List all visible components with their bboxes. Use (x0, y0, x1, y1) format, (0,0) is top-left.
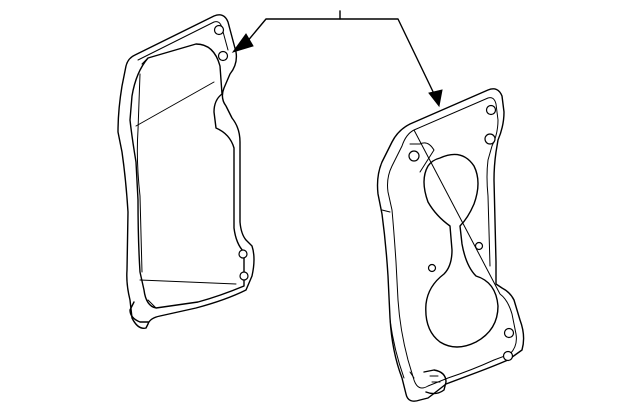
callout-leader (231, 10, 443, 108)
left-pad-friction-material (129, 43, 245, 309)
left-pad-backing-plate (117, 14, 255, 329)
arrow-left (231, 33, 254, 53)
right-pad-hole-top-3 (408, 150, 420, 162)
right-pad-hole-bottom-1 (503, 327, 515, 339)
right-pad-bottom-tab (423, 369, 447, 395)
right-pad-hole-bottom-2 (502, 350, 514, 362)
right-pad-shim-cutout (423, 153, 499, 348)
right-pad-backing-plate (376, 88, 525, 402)
right-pad-hole-mid-2 (427, 263, 437, 273)
left-pad-hole-bottom-1 (238, 249, 248, 259)
right-pad-side-edge (381, 209, 405, 379)
right-pad-shim-offset (409, 142, 435, 379)
left-pad-chamfer (135, 57, 237, 285)
left-brake-pad (117, 14, 255, 329)
right-pad-hole-mid-1 (474, 241, 484, 251)
right-pad-hole-top-1 (485, 104, 497, 116)
left-pad-bottom-tab (129, 301, 149, 323)
callout-bracket (245, 18, 438, 101)
left-pad-hole-top-1 (213, 24, 225, 36)
right-brake-pad (376, 88, 525, 402)
left-pad-hole-bottom-2 (239, 271, 249, 281)
right-pad-rim (387, 97, 517, 389)
arrow-right (428, 89, 443, 108)
left-pad-hole-top-2 (217, 50, 229, 62)
right-pad-bottom-tab-edge (429, 375, 441, 383)
left-pad-friction-edge (136, 73, 157, 309)
right-pad-hole-top-2 (484, 133, 496, 145)
